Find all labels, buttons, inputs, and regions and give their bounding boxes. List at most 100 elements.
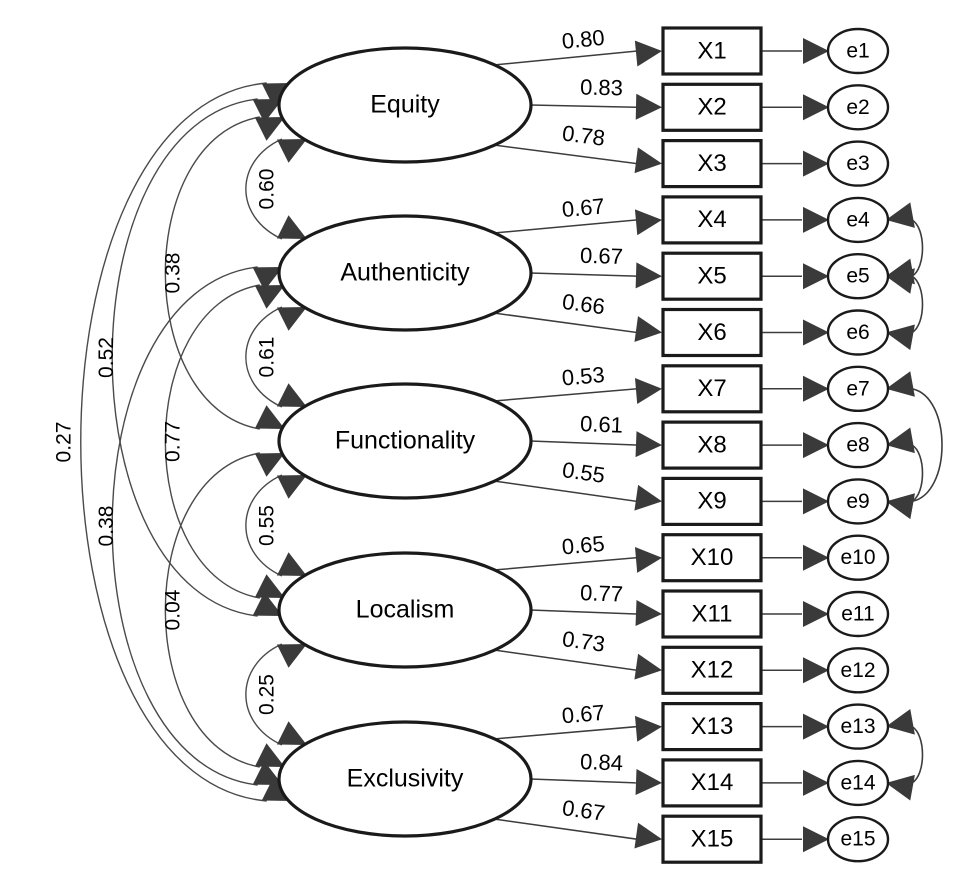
error-arrowhead-X13 <box>803 713 829 740</box>
error-corr-path-e5-e6 <box>911 275 924 334</box>
factor-corr-arrowhead-authenticity-functionality-b <box>276 383 307 407</box>
indicator-label-X3: X3 <box>697 150 726 177</box>
loading-path-exclusivity-X15 <box>493 818 638 840</box>
error-ellipse-e9[interactable] <box>826 478 890 525</box>
error-ellipse-e7[interactable] <box>826 365 890 412</box>
indicator-box-X1[interactable] <box>661 26 763 76</box>
factor-corr-arrowhead-authenticity-functionality-a <box>276 307 307 331</box>
error-ellipse-e4[interactable] <box>826 196 890 244</box>
error-label-e1: e1 <box>846 40 869 63</box>
error-label-e5: e5 <box>846 265 869 288</box>
indicator-box-X7[interactable] <box>661 364 763 414</box>
error-ellipse-e13[interactable] <box>826 703 890 750</box>
error-ellipse-e15[interactable] <box>826 816 890 863</box>
error-arrowhead-X3 <box>803 150 829 177</box>
factor-corr-path-authenticity-localism <box>164 284 260 599</box>
factor-corr-arrowhead-functionality-localism-a <box>276 475 307 499</box>
factor-label-functionality: Functionality <box>335 427 476 455</box>
factor-corr-arrowhead-authenticity-localism-b <box>254 574 285 598</box>
error-label-e7: e7 <box>846 377 869 400</box>
indicator-box-X6[interactable] <box>661 307 763 358</box>
factor-label-exclusivity: Exclusivity <box>347 765 464 793</box>
indicator-box-X10[interactable] <box>661 533 763 583</box>
indicator-box-X12[interactable] <box>661 645 763 695</box>
indicator-label-X4: X4 <box>697 206 726 233</box>
loading-value-X2: 0.83 <box>580 75 623 101</box>
error-ellipse-e3[interactable] <box>826 140 890 187</box>
error-label-e11: e11 <box>841 603 874 626</box>
indicator-box-X2[interactable] <box>661 82 763 132</box>
error-path-layer <box>761 38 829 853</box>
indicator-box-X15[interactable] <box>661 814 763 864</box>
indicator-box-X14[interactable] <box>661 758 763 808</box>
factor-correlation-layer <box>80 82 307 802</box>
indicator-label-X11: X11 <box>692 600 733 627</box>
indicator-label-X9: X9 <box>697 488 726 515</box>
error-ellipse-e5[interactable] <box>826 253 890 300</box>
loading-arrowhead-X14 <box>635 768 662 795</box>
error-corr-arrowhead-e9 <box>886 493 915 519</box>
indicator-label-X10: X10 <box>691 544 734 571</box>
indicator-box-X4[interactable] <box>661 195 763 245</box>
factor-corr-arrowhead-localism-exclusivity-b <box>276 721 307 745</box>
error-label-e3: e3 <box>846 152 869 175</box>
loading-arrowhead-X13 <box>634 715 662 742</box>
error-layer <box>826 27 890 863</box>
error-label-e8: e8 <box>846 434 869 457</box>
error-arrowhead-X5 <box>803 263 829 290</box>
loading-value-X5: 0.67 <box>580 243 624 269</box>
error-arrowhead-X4 <box>803 206 829 233</box>
error-arrowhead-X12 <box>803 657 829 684</box>
factor-corr-arrowhead-authenticity-localism-a <box>254 285 285 309</box>
factor-ellipse-authenticity[interactable] <box>277 214 533 332</box>
loading-path-equity-X1 <box>493 50 638 66</box>
factor-ellipse-equity[interactable] <box>277 46 533 164</box>
factor-corr-arrowhead-functionality-exclusivity-a <box>254 453 285 477</box>
loading-path-exclusivity-X13 <box>493 725 638 740</box>
factor-ellipse-localism[interactable] <box>277 551 533 669</box>
error-ellipse-e2[interactable] <box>826 84 890 131</box>
label-layer: EquityAuthenticityFunctionalityLocalismE… <box>52 25 876 853</box>
error-ellipse-e8[interactable] <box>826 421 890 469</box>
factor-layer <box>277 46 533 838</box>
loading-value-X13: 0.67 <box>561 700 606 729</box>
error-arrowhead-X11 <box>803 601 829 627</box>
loading-value-X12: 0.73 <box>561 626 607 657</box>
indicator-label-X1: X1 <box>697 37 726 64</box>
error-label-e12: e12 <box>840 659 875 682</box>
factor-corr-path-equity-exclusivity <box>80 82 267 802</box>
indicator-box-X13[interactable] <box>661 701 763 752</box>
error-corr-arrowhead-e6 <box>886 324 915 351</box>
factor-label-localism: Localism <box>356 596 455 624</box>
error-label-e10: e10 <box>840 546 875 569</box>
indicator-box-X9[interactable] <box>661 476 763 526</box>
error-ellipse-e1[interactable] <box>826 27 890 75</box>
loading-path-authenticity-X4 <box>493 219 638 234</box>
error-ellipse-e14[interactable] <box>826 759 890 807</box>
factor-label-authenticity: Authenticity <box>340 259 470 287</box>
loading-arrowhead-X5 <box>635 262 662 289</box>
error-ellipse-e10[interactable] <box>826 534 890 581</box>
indicator-box-X11[interactable] <box>661 589 763 639</box>
error-corr-path-e8-e9 <box>911 444 924 503</box>
error-ellipse-e11[interactable] <box>826 590 890 638</box>
loading-path-exclusivity-X14 <box>529 778 638 784</box>
error-arrowhead-X2 <box>803 94 829 121</box>
factor-corr-arrowhead-equity-localism-b <box>252 592 283 616</box>
loading-path-layer <box>493 40 662 849</box>
error-corr-arrowhead-e4 <box>886 202 915 228</box>
factor-corr-path-equity-functionality <box>164 116 260 430</box>
loading-value-X8: 0.61 <box>580 411 624 438</box>
error-label-e13: e13 <box>840 715 875 738</box>
indicator-box-X8[interactable] <box>661 420 763 470</box>
factor-ellipse-exclusivity[interactable] <box>277 720 533 838</box>
indicator-label-X8: X8 <box>697 431 726 458</box>
indicator-box-X3[interactable] <box>661 139 763 189</box>
error-ellipse-e6[interactable] <box>826 309 890 356</box>
error-ellipse-e12[interactable] <box>826 647 890 694</box>
loading-path-functionality-X7 <box>493 388 638 402</box>
indicator-label-X2: X2 <box>697 94 726 121</box>
factor-ellipse-functionality[interactable] <box>277 382 533 500</box>
indicator-box-X5[interactable] <box>661 251 763 301</box>
loading-arrowhead-X3 <box>634 147 662 174</box>
